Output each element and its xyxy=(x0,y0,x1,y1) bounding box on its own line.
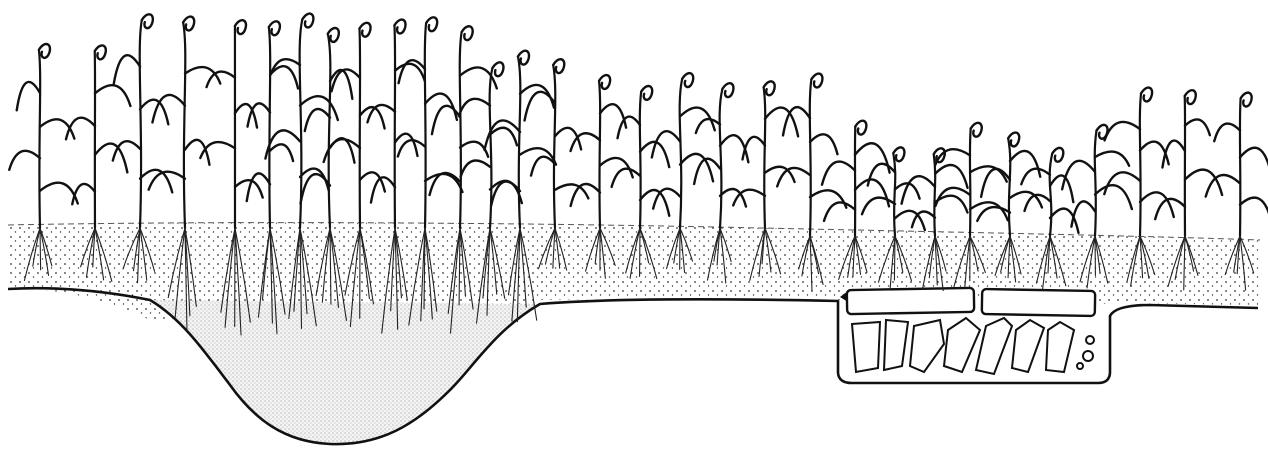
stone-drain xyxy=(840,288,1095,374)
drain-stones xyxy=(852,318,1094,374)
subsoil-basin xyxy=(150,300,540,444)
drain-slab-right xyxy=(982,289,1095,316)
drain-slab-left xyxy=(847,288,974,314)
